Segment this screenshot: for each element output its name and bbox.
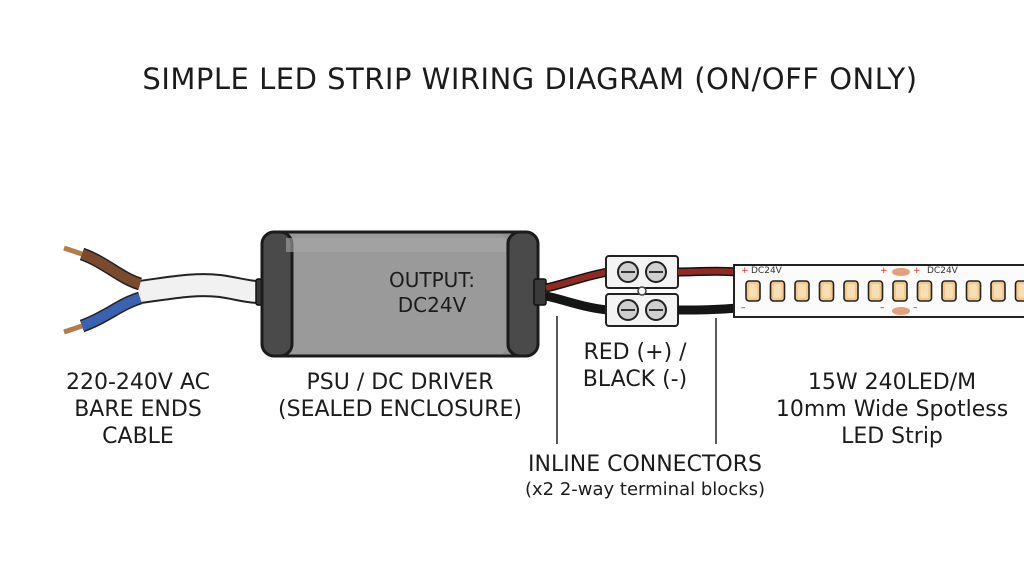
psu-enclosure — [260, 230, 540, 358]
connector-label-line2: (x2 2-way terminal blocks) — [525, 478, 765, 500]
led-chip-row — [745, 280, 1024, 302]
strip-voltage-mark-2: DC24V — [927, 266, 958, 276]
wire-label-line2: BLACK (-) — [582, 366, 688, 392]
led-chip-lens — [749, 284, 757, 298]
led-chip-lens — [847, 284, 855, 298]
strip-plus-mark-1: + — [741, 266, 749, 276]
connector-label-line1: INLINE CONNECTORS — [528, 452, 762, 477]
led-chip-lens — [871, 284, 880, 298]
led-chip-lens — [920, 284, 929, 298]
psu-output-line1: OUTPUT: — [388, 268, 476, 292]
cable-label-line2: BARE ENDS — [74, 396, 202, 422]
psu-output-text: OUTPUT: DC24V — [372, 268, 492, 318]
strip-label-line1: 15W 240LED/M — [807, 370, 977, 395]
strip-voltage-mark-1: DC24V — [751, 266, 782, 276]
copper-pad-bottom — [892, 307, 910, 315]
black-negative-wire — [545, 291, 609, 315]
psu-label-line2: (SEALED ENCLOSURE) — [278, 396, 522, 422]
led-strip — [733, 264, 1024, 318]
strip-plus-mark-2: + — [880, 266, 888, 276]
led-chip-lens — [773, 284, 782, 298]
dc-output-wires — [545, 267, 609, 315]
bare-end-bottom — [63, 323, 83, 335]
wire-label: RED (+) / BLACK (-) — [560, 340, 710, 394]
wire-label-line1: RED (+) / — [583, 340, 687, 365]
psu-output-line2: DC24V — [397, 293, 467, 317]
copper-pad-top — [892, 268, 910, 276]
led-chip-lens — [896, 284, 904, 298]
strip-label-line2: 10mm Wide Spotless — [775, 396, 1009, 422]
led-chip-lens — [969, 284, 978, 298]
ac-cable — [63, 245, 269, 335]
cable-label-line3: CABLE — [102, 423, 174, 449]
strip-label-line3: LED Strip — [841, 423, 943, 449]
diagram-title: SIMPLE LED STRIP WIRING DIAGRAM (ON/OFF … — [142, 62, 918, 96]
strip-plus-mark-3: + — [913, 266, 921, 276]
strip-minus-mark-1: – — [741, 303, 746, 313]
cable-label: 220-240V AC BARE ENDS CABLE — [50, 370, 226, 450]
led-chip-lens — [945, 284, 953, 298]
led-chip-lens — [994, 284, 1002, 298]
led-chip-lens — [822, 284, 831, 298]
red-positive-wire — [545, 269, 609, 291]
strip-minus-mark-2: – — [880, 303, 885, 313]
bare-end-top — [63, 245, 83, 257]
cable-label-line1: 220-240V AC — [66, 370, 210, 395]
led-chip-lens — [1018, 284, 1024, 298]
psu-label-line1: PSU / DC DRIVER — [306, 370, 494, 395]
connector-label: INLINE CONNECTORS (x2 2-way terminal blo… — [460, 452, 830, 501]
strip-minus-mark-3: – — [913, 303, 918, 313]
strip-label: 15W 240LED/M 10mm Wide Spotless LED Stri… — [742, 370, 1024, 450]
psu-label: PSU / DC DRIVER (SEALED ENCLOSURE) — [250, 370, 550, 424]
led-chip-lens — [798, 284, 806, 298]
inline-connectors — [605, 255, 679, 327]
